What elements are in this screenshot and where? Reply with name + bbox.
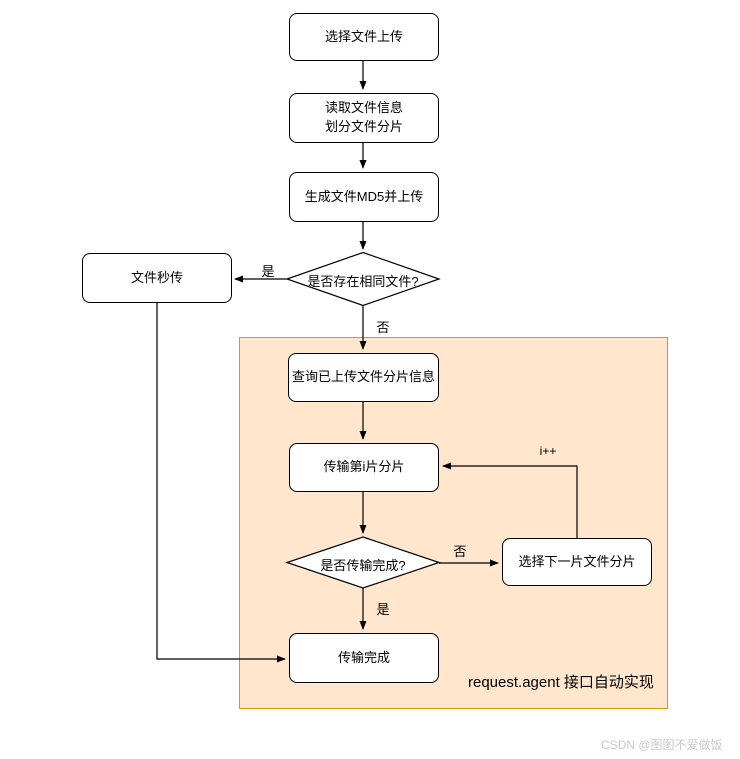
node-select-file-label: 选择文件上传 (324, 28, 403, 44)
edge-label-no-same-file: 否 (376, 320, 390, 335)
decision-transfer-done-label: 是否传输完成? (320, 558, 406, 573)
node-read-file-info-line2: 划分文件分片 (324, 119, 403, 134)
node-instant-upload: 文件秒传 (82, 253, 232, 303)
node-transfer-chunk-i-label: 传输第i片分片 (323, 459, 405, 475)
edge-label-yes-transfer-done: 是 (376, 602, 390, 617)
node-generate-md5: 生成文件MD5并上传 (289, 172, 439, 222)
arrow-loop-increment (442, 462, 578, 538)
agent-region-label: request.agent 接口自动实现 (468, 674, 654, 691)
node-transfer-complete-label: 传输完成 (337, 649, 390, 665)
edge-label-yes-same-file: 是 (261, 264, 275, 279)
node-transfer-complete: 传输完成 (289, 633, 439, 683)
decision-same-file-label: 是否存在相同文件? (307, 274, 419, 289)
node-select-file: 选择文件上传 (289, 13, 439, 61)
arrow-instant-to-complete (156, 303, 286, 663)
decision-same-file-shape (285, 251, 441, 307)
decision-transfer-done-shape (285, 536, 441, 589)
node-generate-md5-label: 生成文件MD5并上传 (304, 188, 424, 204)
edge-label-increment: i++ (539, 444, 557, 458)
edge-label-no-transfer-done: 否 (453, 544, 467, 559)
watermark: CSDN @图图不爱做饭 (601, 738, 723, 752)
node-instant-upload-label: 文件秒传 (130, 269, 183, 285)
node-query-chunks-label: 查询已上传文件分片信息 (291, 369, 435, 385)
node-read-file-info-line1: 读取文件信息 (324, 100, 403, 116)
node-select-next-chunk: 选择下一片文件分片 (502, 538, 652, 586)
node-query-chunks: 查询已上传文件分片信息 (288, 353, 439, 402)
node-select-next-chunk-label: 选择下一片文件分片 (518, 553, 636, 569)
node-read-file-info: 读取文件信息 划分文件分片 (289, 93, 439, 143)
node-transfer-chunk-i: 传输第i片分片 (289, 443, 439, 492)
